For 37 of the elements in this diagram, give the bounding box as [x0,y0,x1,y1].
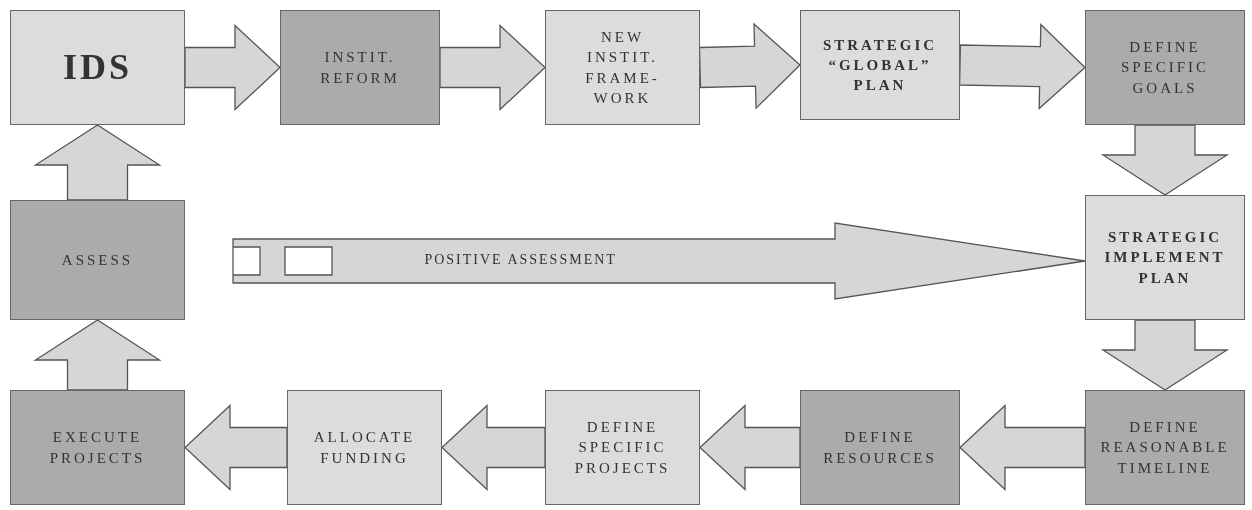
block-arrow [33,124,162,201]
box-label: DEFINE REASONABLE TIMELINE [1099,418,1231,478]
block-arrow [1100,124,1230,196]
process-box [1085,195,1245,320]
process-box [545,10,700,125]
box-label: INSTIT. REFORM [319,48,401,88]
box-label: NEW INSTIT. FRAME-WORK [584,28,661,108]
box-label: STRATEGIC IMPLEMENT PLAN [1103,228,1227,288]
process-box [287,390,442,505]
box-label: ASSESS [60,250,135,270]
block-arrow [441,404,546,491]
block-arrow [699,404,801,491]
block-arrow [958,23,1086,111]
process-box [800,10,960,120]
block-arrow [1100,319,1230,391]
process-box [800,390,960,505]
process-box [545,390,700,505]
block-arrow [184,24,281,111]
process-box [1085,390,1245,505]
process-box [10,390,185,505]
box-label: ALLOCATE FUNDING [312,428,417,468]
process-box [280,10,440,125]
block-arrow [698,22,801,110]
box-label: STRATEGIC “GLOBAL” PLAN [821,35,939,96]
block-arrow [184,404,288,491]
box-label: DEFINE SPECIFIC GOALS [1119,38,1211,98]
box-label: DEFINE SPECIFIC PROJECTS [573,418,672,478]
dashed-block-arrow [232,222,1086,300]
box-label: IDS [62,46,133,90]
block-arrow [439,24,546,111]
block-arrow [959,404,1086,491]
box-label: DEFINE RESOURCES [822,428,938,468]
box-label: EXECUTE PROJECTS [48,428,147,468]
process-box [1085,10,1245,125]
block-arrow [33,319,162,391]
process-box [10,10,185,125]
process-box [10,200,185,320]
